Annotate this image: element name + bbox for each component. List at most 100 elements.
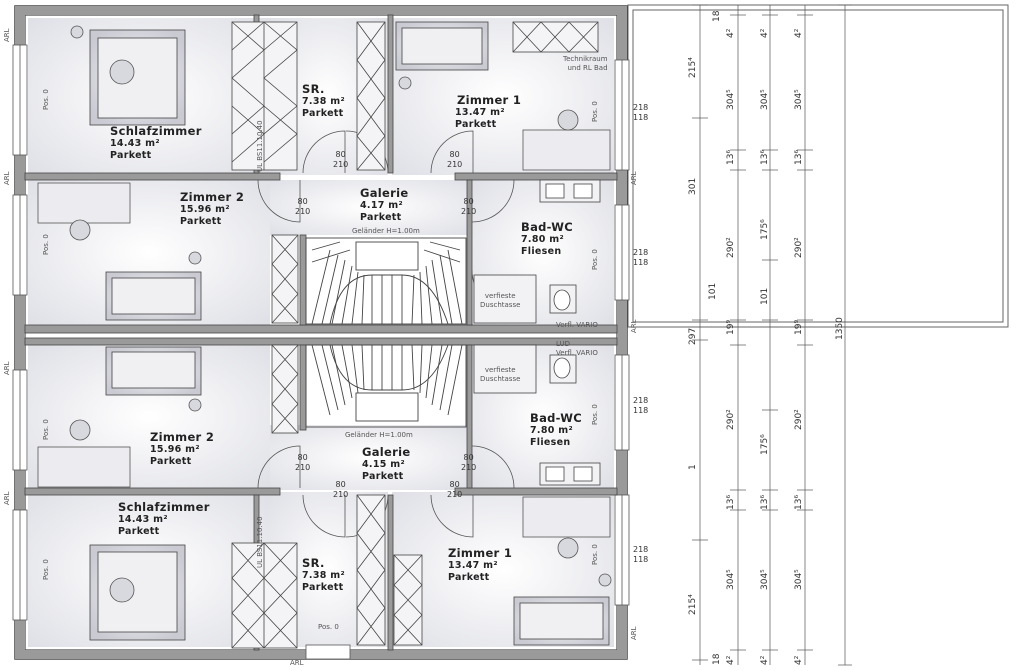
dim-small-b: 4² bbox=[726, 655, 736, 665]
technik-line2: und RL Bad bbox=[567, 63, 608, 72]
room-area: 13.47 m² bbox=[455, 107, 505, 119]
arl-label: ARL bbox=[630, 319, 638, 333]
room-name: Zimmer 1 bbox=[457, 93, 522, 107]
room-name: Galerie bbox=[362, 445, 411, 459]
room-name: SR. bbox=[302, 82, 325, 96]
dim-col4-0: 304⁵ bbox=[794, 89, 804, 110]
pos-label: Pos. 0 bbox=[591, 101, 599, 122]
room-sr-bottom: SR. 7.38 m² Parkett bbox=[302, 556, 345, 594]
dim-col3-6: 304⁵ bbox=[760, 569, 770, 590]
staircase-bottom bbox=[305, 344, 467, 428]
arl-label: ARL bbox=[290, 659, 304, 667]
door-height: 210 bbox=[295, 207, 311, 216]
arl-label: ARL bbox=[630, 171, 638, 185]
dim-small-b: 4² bbox=[794, 655, 804, 665]
window-width: 218 bbox=[633, 248, 649, 257]
pos-label: Pos. 0 bbox=[591, 544, 599, 565]
door-width: 80 bbox=[335, 150, 346, 159]
pos-label: Pos. 0 bbox=[318, 623, 339, 631]
ul-note-bottom: UL BS11.10.40 bbox=[256, 516, 264, 568]
dim-col1-1: 301 bbox=[688, 177, 698, 195]
room-floor: Parkett bbox=[455, 119, 497, 131]
door-height: 210 bbox=[447, 160, 463, 169]
dim-total: 1350 bbox=[835, 317, 845, 340]
dim-small-b: 4² bbox=[760, 28, 770, 38]
room-area: 13.47 m² bbox=[448, 560, 498, 572]
room-floor: Parkett bbox=[110, 150, 152, 162]
dim-col4-2: 290² bbox=[794, 237, 804, 258]
window-height: 118 bbox=[633, 555, 649, 564]
room-floor: Parkett bbox=[180, 216, 222, 228]
room-name: Galerie bbox=[360, 186, 409, 200]
dim-col3-5: 13⁶ bbox=[760, 494, 770, 510]
door-width: 80 bbox=[335, 480, 346, 489]
shower-note-line2: Duschtasse bbox=[480, 374, 521, 383]
dimension-lines bbox=[692, 4, 852, 666]
staircase-top bbox=[305, 237, 467, 325]
dim-col4-6: 304⁵ bbox=[794, 569, 804, 590]
room-area: 14.43 m² bbox=[118, 514, 168, 526]
dim-col1-2: 101 bbox=[708, 282, 718, 300]
room-area: 7.38 m² bbox=[302, 96, 345, 108]
dim-col2-5: 13⁶ bbox=[726, 494, 736, 510]
chairs bbox=[69, 25, 612, 603]
dim-small-a: 18 bbox=[712, 10, 722, 22]
room-name: Zimmer 2 bbox=[150, 430, 215, 444]
dim-col3-2: 175⁶ bbox=[760, 219, 770, 240]
room-area: 4.15 m² bbox=[362, 459, 405, 471]
dim-col4-4: 290² bbox=[794, 409, 804, 430]
room-area: 7.38 m² bbox=[302, 570, 345, 582]
room-zimmer2-top: Zimmer 2 15.96 m² Parkett bbox=[180, 190, 244, 228]
room-floor: Parkett bbox=[448, 572, 490, 584]
room-area: 7.80 m² bbox=[530, 425, 573, 437]
room-name: Bad-WC bbox=[521, 220, 573, 234]
pos-label: Pos. 0 bbox=[42, 419, 50, 440]
dim-small-a: 18 bbox=[712, 653, 722, 665]
railing-note-bottom: Geländer H=1.00m bbox=[345, 431, 413, 439]
dim-col3-0: 304⁵ bbox=[760, 89, 770, 110]
room-bad-bottom: Bad-WC 7.80 m² Fliesen bbox=[530, 411, 582, 449]
room-schlafzimmer-top: Schlafzimmer 14.43 m² Parkett bbox=[110, 124, 202, 162]
dim-col3-4: 175⁶ bbox=[760, 434, 770, 455]
dim-small-b: 4² bbox=[794, 28, 804, 38]
dim-col1-3: 1 bbox=[688, 464, 698, 470]
dim-col4-1: 13⁶ bbox=[794, 149, 804, 165]
room-name: Schlafzimmer bbox=[118, 500, 210, 514]
window-width: 218 bbox=[633, 545, 649, 554]
room-area: 7.80 m² bbox=[521, 234, 564, 246]
room-zimmer1-top: Zimmer 1 13.47 m² Parkett bbox=[455, 93, 521, 131]
dim-col2-2: 290² bbox=[726, 237, 736, 258]
door-height: 210 bbox=[295, 463, 311, 472]
dim-col2-4: 290² bbox=[726, 409, 736, 430]
room-floor: Parkett bbox=[302, 582, 344, 594]
window-width: 218 bbox=[633, 103, 649, 112]
door-height: 210 bbox=[333, 160, 349, 169]
lud-note: LUD bbox=[556, 340, 571, 348]
door-width: 80 bbox=[449, 480, 460, 489]
room-floor: Parkett bbox=[362, 471, 404, 483]
room-area: 14.43 m² bbox=[110, 138, 160, 150]
ul-note-top: UL BS11.10.40 bbox=[256, 120, 264, 172]
windows-left bbox=[12, 44, 28, 621]
door-height: 210 bbox=[333, 490, 349, 499]
room-floor: Parkett bbox=[360, 212, 402, 224]
dim-col2-1: 13⁶ bbox=[726, 149, 736, 165]
arl-label: ARL bbox=[3, 28, 11, 42]
door-height: 210 bbox=[461, 463, 477, 472]
door-height: 210 bbox=[461, 207, 477, 216]
room-name: Schlafzimmer bbox=[110, 124, 202, 138]
pos-label: Pos. 0 bbox=[42, 559, 50, 580]
room-name: SR. bbox=[302, 556, 325, 570]
room-name: Zimmer 2 bbox=[180, 190, 245, 204]
room-area: 15.96 m² bbox=[150, 444, 200, 456]
window-height: 118 bbox=[633, 113, 649, 122]
